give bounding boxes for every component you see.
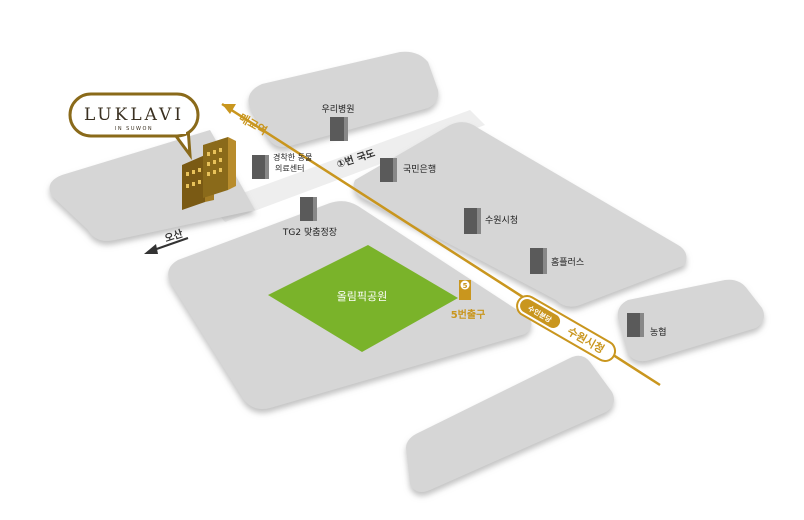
building-homeplus	[530, 248, 547, 274]
station-arrow-icon	[222, 104, 236, 114]
medical-center-label-1: 경착한 동물	[273, 152, 312, 162]
brand-name: LUKLAVI	[84, 105, 184, 125]
block-top	[248, 51, 439, 147]
olympic-park-label: 올림픽공원	[337, 290, 388, 303]
exit5-number: 5	[463, 282, 468, 290]
building-tg2	[300, 197, 317, 221]
medical-center-label-2: 의료센터	[275, 163, 304, 173]
building-suwon-city-hall	[464, 208, 481, 234]
tg2-label: TG2 맞춤정장	[282, 226, 337, 238]
building-kookmin-bank	[380, 158, 397, 182]
nonghyup-label: 농협	[650, 326, 667, 338]
block-bottom	[406, 355, 614, 492]
block-small-right	[617, 279, 764, 362]
building-nonghyup	[627, 313, 644, 337]
exit5-label: 5번출구	[451, 308, 486, 321]
main-road	[210, 110, 485, 222]
homeplus-label: 홈플러스	[551, 256, 584, 268]
olympic-park-green	[268, 245, 458, 352]
exit5-number-icon	[460, 280, 470, 290]
woori-hospital-label: 우리병원	[321, 104, 354, 115]
osan-arrow-icon	[144, 244, 158, 254]
kookmin-bank-label: 국민은행	[403, 163, 436, 175]
building-medical-center	[252, 155, 269, 179]
luklavi-callout: LUKLAVI IN SUWON	[68, 92, 200, 161]
luklavi-building-icon	[182, 137, 236, 210]
brand-sub: IN SUWON	[115, 126, 153, 132]
block-right	[353, 122, 687, 307]
to-osan-label: 오산	[163, 227, 185, 245]
building-woori-hospital	[330, 117, 348, 141]
suwon-city-hall-label: 수원시청	[485, 215, 518, 226]
